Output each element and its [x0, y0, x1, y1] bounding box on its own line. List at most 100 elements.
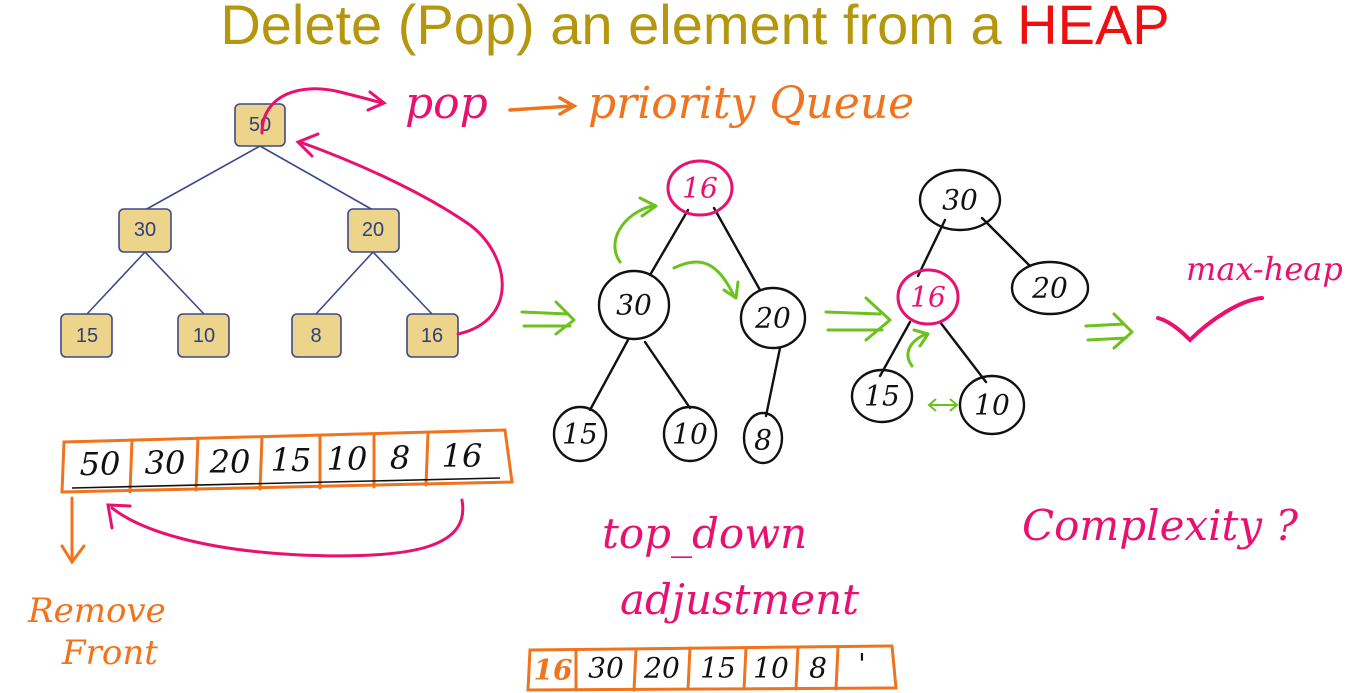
compare-arrow-head	[722, 280, 740, 300]
tree-node-root	[918, 168, 1002, 232]
array-cell: 8	[390, 439, 410, 477]
tree-node-label: 8	[754, 424, 772, 457]
array-swap-arrow	[110, 498, 465, 558]
tree-node	[896, 268, 960, 326]
tree-node	[739, 286, 807, 350]
tree-node	[662, 405, 718, 463]
heap-node: 20	[347, 208, 400, 253]
tree-edge	[916, 218, 947, 278]
compare-arrow	[672, 260, 736, 298]
array-cell: '	[858, 648, 866, 681]
array-outline	[526, 644, 898, 692]
array-cell: 20	[209, 443, 251, 481]
tree-node-label: 16	[910, 281, 946, 314]
tree-edge	[878, 320, 912, 378]
tree-node	[850, 368, 914, 424]
move-last-arrow	[298, 140, 504, 336]
heap-node: 30	[118, 208, 172, 253]
array-divider	[128, 438, 134, 494]
tree-edge	[938, 320, 988, 384]
array-cell: 30	[145, 444, 186, 482]
tree-node	[742, 411, 784, 465]
tree-node	[597, 269, 671, 341]
array-outline	[60, 428, 514, 494]
swap-arrow	[906, 332, 928, 368]
array-cell: 20	[643, 652, 680, 685]
pop-label: pop	[405, 78, 488, 129]
tree-node-label: 30	[942, 184, 978, 217]
swap-arrow-head	[912, 328, 930, 348]
heap-node: 16	[406, 313, 459, 358]
array-cell: 10	[753, 652, 789, 685]
complexity-label: Complexity ?	[1022, 501, 1298, 550]
priority-queue-label: priority Queue	[588, 78, 914, 129]
tree-edge	[86, 251, 146, 315]
tree-node-label: 10	[672, 418, 708, 451]
array-divider	[424, 431, 430, 487]
title-heap-word: HEAP	[1017, 0, 1170, 56]
array-cell: 50	[80, 445, 121, 483]
adjusted-array: 16 30 20 15 10 8 '	[526, 644, 898, 692]
tree-edge	[648, 208, 690, 277]
max-heap-label: max-heap	[1186, 250, 1343, 288]
array-divider	[258, 435, 264, 491]
array-underline	[71, 477, 501, 489]
tree-step-1: 16 30 20 15 10 8	[552, 159, 807, 465]
tree-edge	[144, 251, 205, 315]
page-title: Delete (Pop) an element from a HEAP	[0, 0, 1370, 57]
remove-arrow-head	[60, 544, 86, 565]
array-cell: 8	[809, 652, 827, 685]
heap-node: 15	[60, 313, 113, 358]
tree-node-label: 20	[1031, 272, 1068, 305]
heap-node-label: 20	[362, 219, 384, 241]
tree-node-root	[666, 159, 734, 217]
heap-node-root: 50	[234, 103, 286, 147]
compare-arrow	[927, 398, 959, 412]
tree-edge	[588, 338, 630, 412]
tree-edge	[980, 216, 1032, 268]
heap-node: 10	[177, 313, 230, 358]
array-divider	[742, 646, 748, 691]
pop-arrow	[260, 87, 384, 135]
array-swap-arrow-head	[106, 503, 132, 530]
tree-node-label: 10	[974, 389, 1010, 422]
tree-node	[552, 405, 608, 463]
swap-arrow	[613, 204, 654, 264]
array-divider	[834, 645, 840, 691]
array-cell: 15	[700, 652, 736, 685]
heap-node-label: 16	[421, 325, 443, 347]
implies-arrow-1	[520, 300, 576, 336]
tree-node-label: 20	[754, 302, 791, 335]
heap-node: 8	[291, 313, 342, 358]
adjustment-label: adjustment	[620, 575, 859, 624]
heap-tree: 50 30 20 15 10 8 16	[60, 103, 459, 358]
remove-label: Remove	[27, 591, 166, 631]
heap-node-label: 30	[134, 219, 156, 241]
tree-edge	[259, 145, 374, 211]
tree-node-label: 30	[616, 289, 652, 322]
heap-node-label: 8	[310, 325, 321, 347]
implies-arrow-3	[1084, 312, 1134, 350]
tree-step-2: 30 16 20 15 10	[850, 168, 1090, 436]
check-mark	[1156, 296, 1264, 343]
move-last-arrow-head	[295, 132, 320, 158]
array-cell: 15	[271, 441, 312, 479]
heap-array: 50 30 20 15 10 8 16	[60, 428, 514, 494]
array-cell: 16	[442, 437, 483, 475]
tree-edge	[315, 251, 374, 315]
tree-node-label: 15	[562, 418, 598, 451]
array-cell: 10	[327, 440, 368, 478]
tree-node	[1010, 260, 1090, 316]
tree-edge	[372, 251, 433, 315]
tree-node-label: 16	[682, 172, 718, 205]
implies-arrow-2	[824, 296, 892, 342]
array-divider	[686, 646, 692, 691]
array-divider	[632, 647, 638, 692]
array-divider	[794, 645, 800, 691]
heap-node-label: 10	[193, 325, 215, 347]
tree-node-label: 15	[864, 380, 900, 413]
heap-node-label: 15	[76, 325, 98, 347]
arrow-head	[558, 96, 578, 116]
title-text: Delete (Pop) an element from a	[220, 0, 1018, 56]
